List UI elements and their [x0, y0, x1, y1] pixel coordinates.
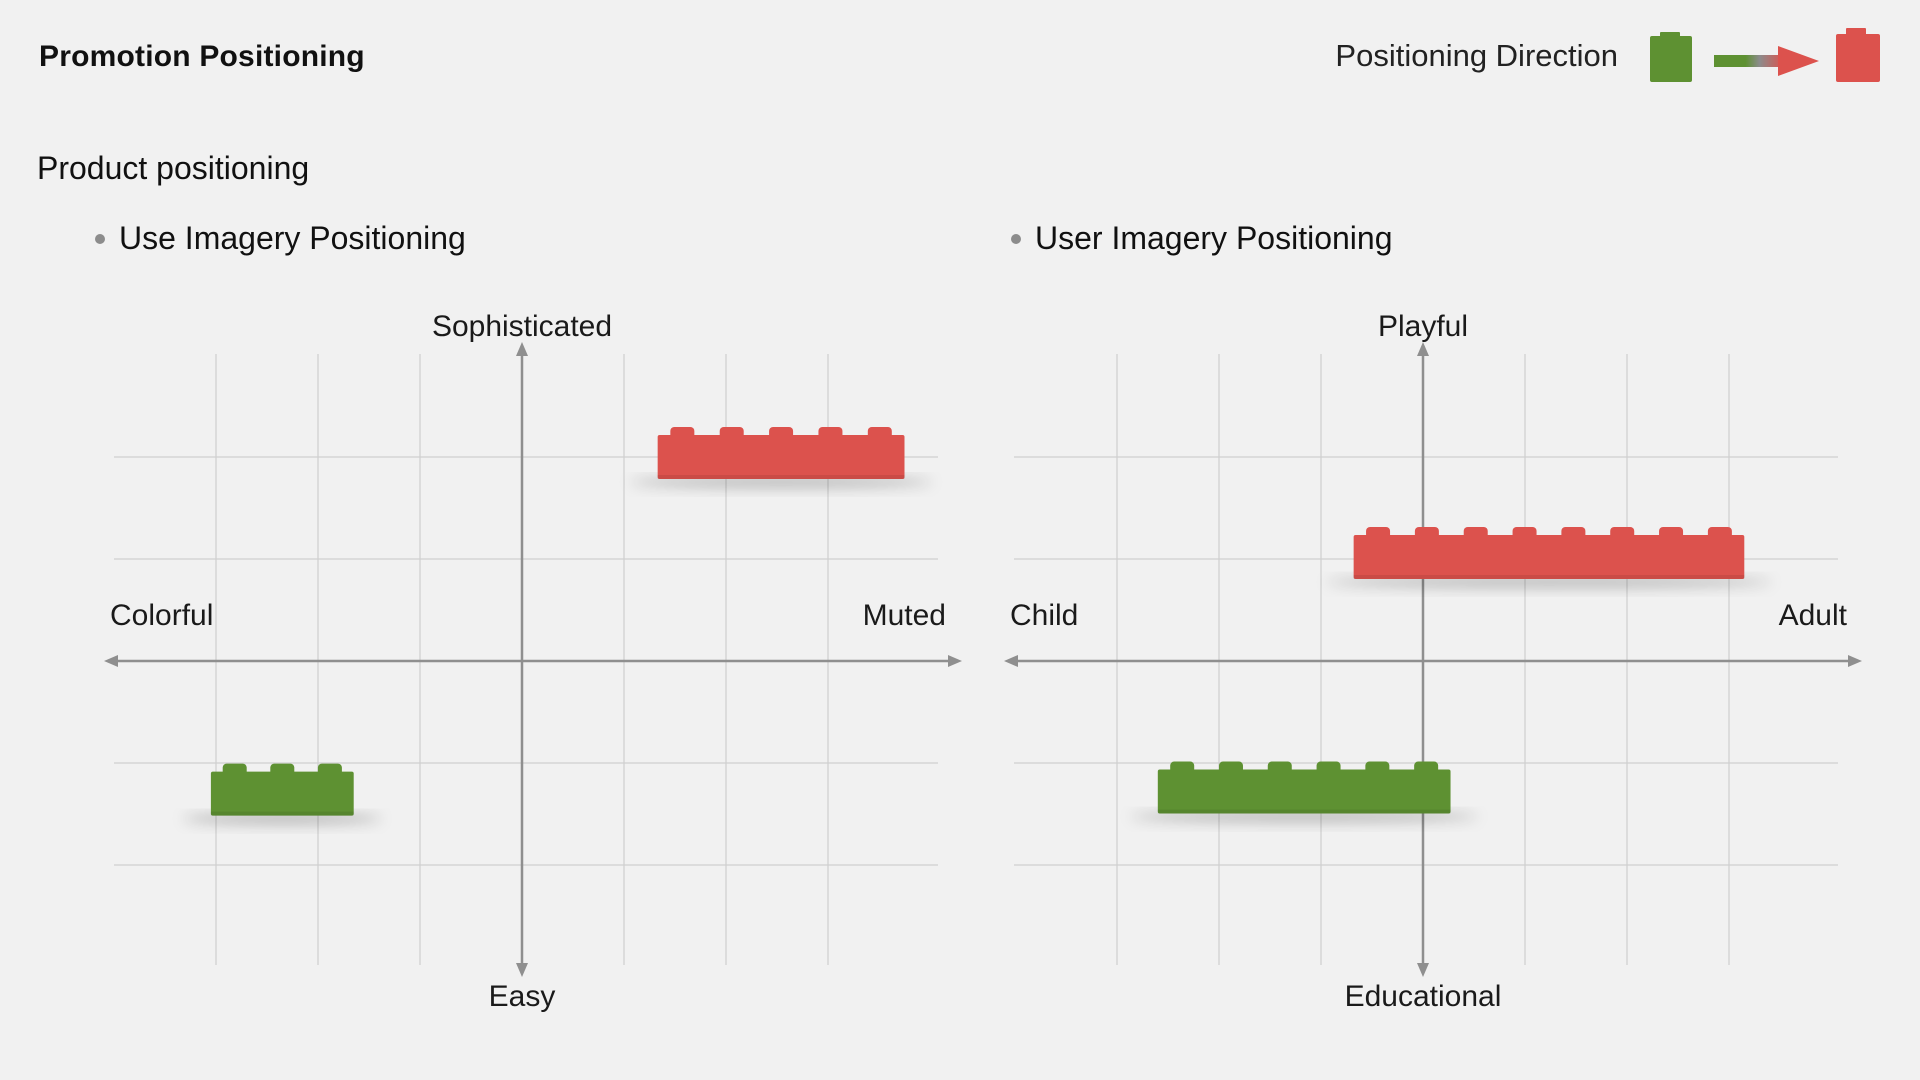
green-brick-icon [1650, 32, 1692, 82]
bullet-dot [1011, 233, 1021, 244]
brick-shadow [1129, 811, 1479, 822]
chart-heading: Use Imagery Positioning [119, 220, 466, 256]
brick-base-shade [1353, 574, 1745, 579]
y-axis-arrow-down-icon [1417, 963, 1429, 977]
axis-label-bottom: Easy [489, 980, 556, 1013]
x-axis-arrow-left-icon [1004, 655, 1018, 667]
brick-shadow [1325, 576, 1773, 587]
y-axis-arrow-up-icon [1417, 342, 1429, 356]
brick-body [210, 771, 354, 816]
bullet-dot [95, 233, 105, 244]
green-brick [1129, 761, 1479, 822]
use-imagery-quadrant: Sophisticated Easy Colorful Muted [104, 310, 962, 1013]
x-axis-arrow-right-icon [1848, 655, 1862, 667]
user-imagery-quadrant: Playful Educational Child Adult [1004, 310, 1862, 1013]
axis-label-left: Child [1010, 599, 1078, 632]
axis-label-right: Muted [863, 599, 946, 632]
green-brick [182, 763, 382, 824]
brick-body [1353, 534, 1745, 579]
legend-label: Positioning Direction [1335, 38, 1618, 73]
x-axis-arrow-left-icon [104, 655, 118, 667]
legend: Positioning Direction [1335, 26, 1896, 86]
brick-base-shade [657, 475, 905, 479]
brick-base-shade [210, 811, 354, 816]
brick-arrow-icon [1650, 28, 1880, 82]
axis-label-bottom: Educational [1345, 980, 1502, 1013]
axis-label-top: Sophisticated [432, 310, 612, 343]
red-brick-icon [1836, 28, 1880, 82]
axis-label-top: Playful [1378, 310, 1468, 343]
red-brick [1325, 526, 1773, 587]
chart-heading: User Imagery Positioning [1035, 220, 1393, 256]
bullet-user-imagery: User Imagery Positioning [1011, 220, 1392, 257]
slide-title: Promotion Positioning [39, 40, 365, 73]
x-axis-arrow-right-icon [948, 655, 962, 667]
red-brick [629, 427, 933, 487]
use-imagery-chart: Sophisticated Easy Colorful Muted [80, 300, 980, 1040]
brick-shadow [629, 477, 933, 487]
brick-base-shade [1157, 809, 1451, 814]
axis-label-right: Adult [1779, 599, 1848, 632]
axis-label-left: Colorful [110, 599, 213, 632]
section-subtitle: Product positioning [37, 150, 310, 186]
brick-shadow [182, 813, 382, 824]
bullet-use-imagery: Use Imagery Positioning [95, 220, 466, 257]
brick-body [657, 435, 905, 479]
y-axis-arrow-down-icon [516, 963, 528, 977]
y-axis-arrow-up-icon [516, 342, 528, 356]
user-imagery-chart: Playful Educational Child Adult [980, 300, 1880, 1040]
direction-arrow-icon [1714, 46, 1819, 76]
brick-body [1157, 769, 1451, 814]
